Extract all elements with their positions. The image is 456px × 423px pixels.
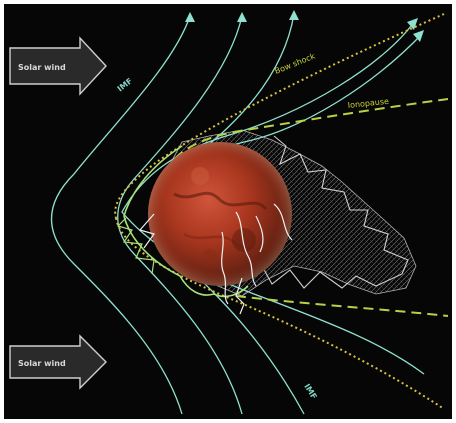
solar-wind-label-bottom: Solar wind: [18, 359, 66, 368]
induced-boundary: [123, 145, 249, 298]
planet-mars: [148, 142, 292, 286]
right-arrow-icon: [9, 36, 107, 96]
induced-boundary-spikes: [116, 217, 155, 275]
right-arrow-icon: [9, 334, 107, 390]
plasma-filaments: [138, 203, 293, 315]
ionopause-label: Ionopause: [347, 97, 389, 110]
mars-magnetosphere-diagram: Solar wind Solar wind IMF IMF Bow shock …: [4, 4, 452, 419]
imf-label-bottom: IMF: [302, 382, 318, 401]
bow-shock-label: Bow shock: [273, 51, 316, 75]
up-arrowhead-icon: [185, 10, 424, 42]
field-line-1: [51, 15, 191, 415]
imf-label-top: IMF: [116, 76, 134, 93]
field-line-4: [121, 21, 425, 375]
solar-wind-label-top: Solar wind: [18, 63, 66, 72]
field-line-2: [117, 15, 243, 415]
bow-shock-lines: [114, 13, 445, 410]
plasma-boundary-spikes: [261, 135, 409, 289]
diagram-canvas: Solar wind Solar wind IMF IMF Bow shock …: [9, 10, 449, 415]
ionopause-lines: [163, 98, 449, 317]
